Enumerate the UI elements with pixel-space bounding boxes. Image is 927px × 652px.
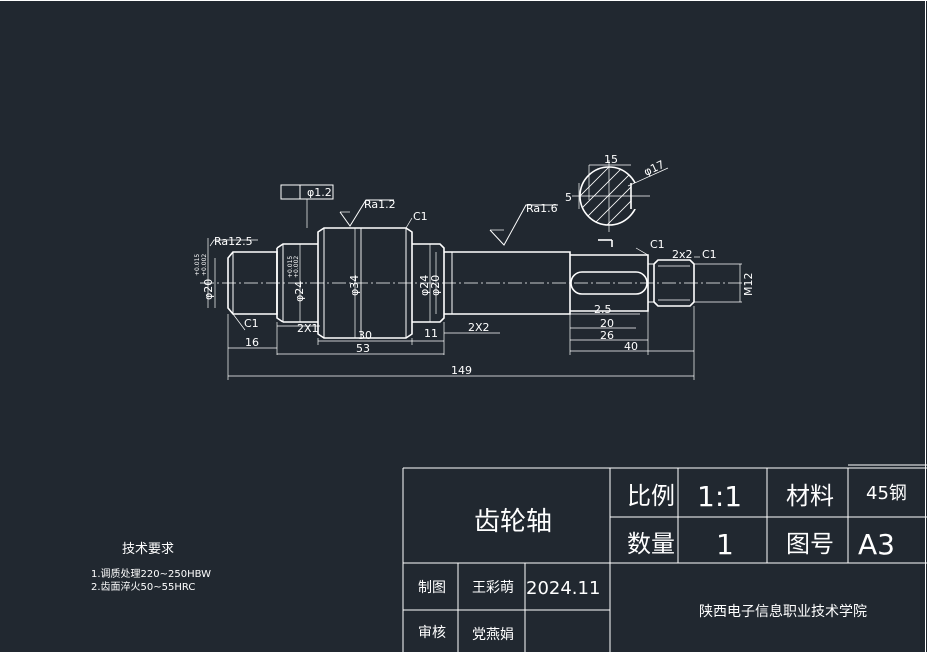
quantity-value: 1 bbox=[716, 528, 734, 561]
dim-40: 40 bbox=[624, 340, 638, 353]
drawing-no-value: A3 bbox=[858, 528, 895, 561]
dim-section-depth: 5 bbox=[565, 191, 572, 204]
dim-53: 53 bbox=[356, 342, 370, 355]
dimension-lines bbox=[207, 164, 742, 380]
title-block: 齿轮轴 比例 1:1 材料 45钢 数量 1 图号 A3 制图 王彩萌 2024… bbox=[402, 464, 927, 652]
dim-c1-top: C1 bbox=[413, 210, 428, 223]
tolerance-frame-value: φ1.2 bbox=[307, 186, 332, 199]
dim-phi24-left: φ24 bbox=[293, 281, 306, 302]
dim-2x2-thread: 2x2 bbox=[672, 248, 693, 261]
keyway bbox=[570, 271, 648, 295]
dim-ra1-6: Ra1.6 bbox=[526, 202, 558, 215]
dim-30: 30 bbox=[358, 329, 372, 342]
dimension-texts: 15 φ17 5 Ra12.5 Ra1.2 Ra1.6 C1 C1 C1 C1 … bbox=[194, 153, 755, 377]
dim-tol-left-upper: +0.015 bbox=[194, 254, 201, 276]
notes-line-1: 1.调质处理220~250HBW bbox=[91, 568, 211, 580]
dim-ra12-5: Ra12.5 bbox=[214, 235, 253, 248]
dim-tol-left-lower: +0.002 bbox=[201, 254, 208, 276]
section-view bbox=[572, 160, 650, 247]
dim-2-5: 2.5 bbox=[594, 303, 612, 316]
dim-ra1-2: Ra1.2 bbox=[364, 198, 396, 211]
material-label: 材料 bbox=[786, 482, 834, 510]
quantity-label: 数量 bbox=[627, 530, 675, 558]
drawn-name: 王彩萌 bbox=[472, 580, 514, 596]
dim-phi24-right: φ24 bbox=[418, 275, 431, 296]
dim-c1-left: C1 bbox=[244, 317, 259, 330]
dim-section-dia: φ17 bbox=[642, 158, 667, 179]
checked-label: 审核 bbox=[418, 625, 446, 641]
dim-tol-mid-lower: +0.002 bbox=[293, 256, 300, 278]
dim-phi20-left: φ20 bbox=[202, 279, 215, 300]
notes-title: 技术要求 bbox=[122, 542, 174, 557]
material-value: 45钢 bbox=[866, 483, 907, 504]
scale-label: 比例 bbox=[627, 482, 675, 510]
drawn-label: 制图 bbox=[418, 580, 446, 596]
drawn-date: 2024.11 bbox=[526, 578, 600, 599]
dim-20: 20 bbox=[600, 317, 614, 330]
dim-m12: M12 bbox=[742, 273, 755, 297]
scale-value: 1:1 bbox=[697, 480, 742, 513]
dim-2x2-mid: 2X2 bbox=[468, 321, 490, 334]
part-name: 齿轮轴 bbox=[474, 507, 552, 537]
dim-11: 11 bbox=[424, 327, 438, 340]
dim-2x1: 2X1 bbox=[297, 322, 319, 335]
technical-requirements: 技术要求 1.调质处理220~250HBW 2.齿面淬火50~55HRC bbox=[91, 542, 211, 593]
shaft-main-view bbox=[200, 227, 742, 339]
dim-phi34: φ34 bbox=[348, 275, 361, 296]
checked-name: 党燕娟 bbox=[472, 627, 514, 643]
dim-26: 26 bbox=[600, 329, 614, 342]
dim-phi20-right: φ20 bbox=[429, 275, 442, 296]
dim-c1-thread: C1 bbox=[702, 248, 717, 261]
dim-149: 149 bbox=[451, 364, 472, 377]
dim-16: 16 bbox=[245, 336, 259, 349]
dim-c1-right: C1 bbox=[650, 238, 665, 251]
dim-section-width: 15 bbox=[604, 153, 618, 166]
dim-tol-mid-upper: +0.015 bbox=[287, 256, 294, 278]
notes-line-2: 2.齿面淬火50~55HRC bbox=[91, 580, 195, 593]
school-name: 陕西电子信息职业技术学院 bbox=[699, 603, 867, 620]
drawing-no-label: 图号 bbox=[786, 530, 834, 558]
